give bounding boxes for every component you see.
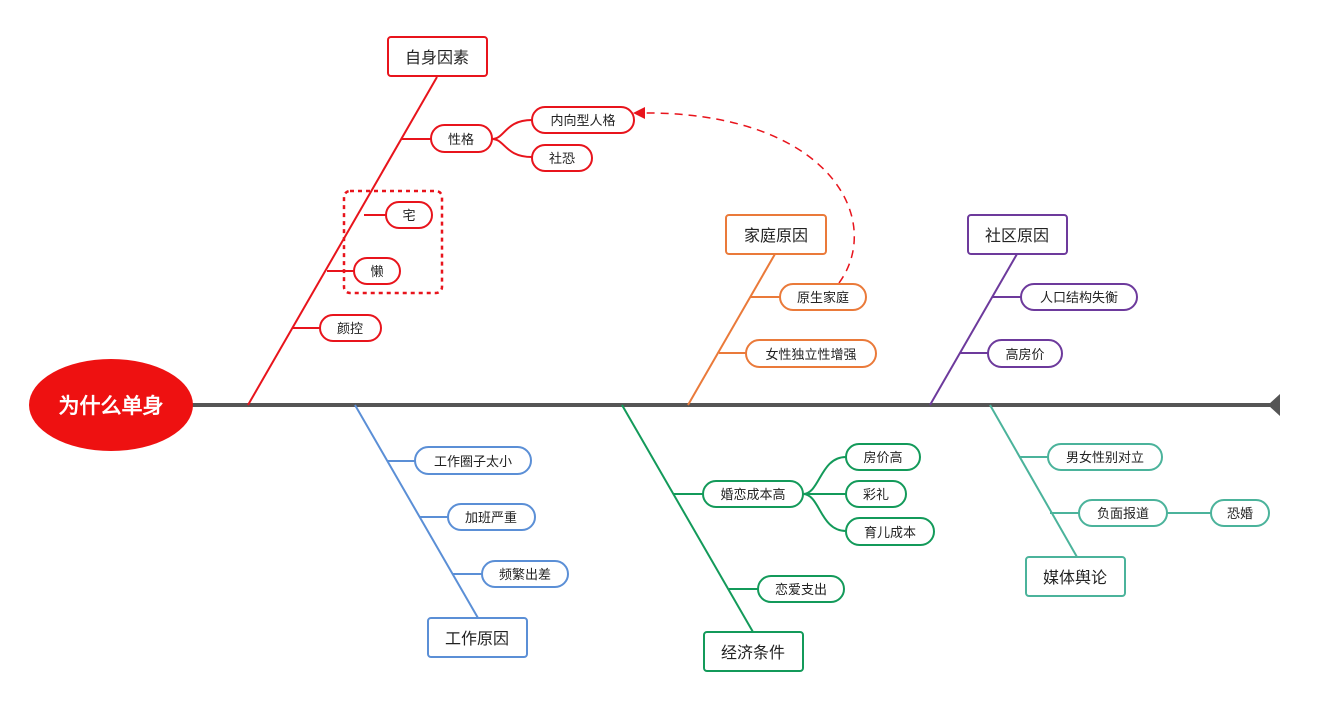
- node-marriage-cost-label: 婚恋成本高: [720, 487, 785, 503]
- social-branch-lines: [929, 253, 1021, 406]
- relation-arrow-head: [633, 107, 645, 119]
- node-bride-price[interactable]: 彩礼: [845, 480, 907, 508]
- family-branch-lines: [687, 253, 780, 406]
- node-child-cost[interactable]: 育儿成本: [845, 517, 935, 546]
- category-media-label: 媒体舆论: [1043, 568, 1107, 587]
- node-marriage-cost[interactable]: 婚恋成本高: [702, 480, 804, 508]
- category-social[interactable]: 社区原因: [967, 214, 1068, 255]
- node-marriage-fear-label: 恐婚: [1227, 507, 1253, 522]
- node-introvert[interactable]: 内向型人格: [531, 106, 635, 134]
- node-personality-label: 性格: [448, 132, 474, 148]
- node-house-price-label: 房价高: [863, 450, 902, 466]
- node-small-circle-label: 工作圈子太小: [434, 455, 512, 470]
- node-gender-opposition-label: 男女性别对立: [1066, 450, 1144, 466]
- node-personality[interactable]: 性格: [430, 124, 493, 153]
- node-female-independence[interactable]: 女性独立性增强: [745, 339, 877, 368]
- node-homebody-label: 宅: [402, 209, 415, 224]
- category-work[interactable]: 工作原因: [427, 617, 528, 658]
- category-family[interactable]: 家庭原因: [725, 214, 827, 255]
- category-self-label: 自身因素: [405, 48, 469, 67]
- node-introvert-label: 内向型人格: [550, 113, 615, 129]
- node-small-circle[interactable]: 工作圈子太小: [414, 446, 532, 475]
- root-label: 为什么单身: [59, 394, 164, 418]
- category-social-label: 社区原因: [985, 226, 1049, 245]
- node-looks[interactable]: 颜控: [319, 314, 382, 342]
- node-travel-label: 频繁出差: [499, 567, 551, 583]
- node-lazy[interactable]: 懒: [353, 257, 401, 285]
- node-demographic-label: 人口结构失衡: [1040, 291, 1118, 306]
- node-travel[interactable]: 频繁出差: [481, 560, 569, 588]
- media-branch-lines: [989, 404, 1211, 558]
- category-family-label: 家庭原因: [744, 226, 808, 245]
- node-negative-reports-label: 负面报道: [1097, 507, 1149, 522]
- category-self[interactable]: 自身因素: [387, 36, 488, 77]
- node-looks-label: 颜控: [337, 321, 363, 337]
- node-housing[interactable]: 高房价: [987, 339, 1063, 368]
- node-dating-cost[interactable]: 恋爱支出: [757, 575, 845, 603]
- node-social-anxiety-label: 社恐: [549, 151, 575, 167]
- node-house-price[interactable]: 房价高: [845, 443, 921, 471]
- work-branch-lines: [354, 404, 482, 619]
- node-bride-price-label: 彩礼: [863, 487, 889, 503]
- node-gender-opposition[interactable]: 男女性别对立: [1047, 443, 1163, 471]
- category-economy-label: 经济条件: [721, 643, 785, 662]
- self-branch-lines: [247, 76, 533, 406]
- node-marriage-fear[interactable]: 恐婚: [1210, 499, 1270, 527]
- node-homebody[interactable]: 宅: [385, 201, 433, 229]
- category-media[interactable]: 媒体舆论: [1025, 556, 1126, 597]
- node-overtime[interactable]: 加班严重: [447, 503, 536, 531]
- category-economy[interactable]: 经济条件: [703, 631, 804, 672]
- root-node[interactable]: 为什么单身: [29, 359, 193, 451]
- highlight-box: [342, 189, 444, 295]
- spine-arrow-head: [1268, 394, 1280, 416]
- dashed-relation-arrow: [636, 112, 855, 284]
- node-demographic[interactable]: 人口结构失衡: [1020, 283, 1138, 311]
- category-work-label: 工作原因: [445, 629, 509, 648]
- node-negative-reports[interactable]: 负面报道: [1078, 499, 1168, 527]
- node-overtime-label: 加班严重: [465, 510, 517, 526]
- node-lazy-label: 懒: [370, 265, 383, 280]
- economy-branch-lines: [621, 404, 847, 633]
- node-female-independence-label: 女性独立性增强: [765, 347, 856, 363]
- node-dating-cost-label: 恋爱支出: [775, 582, 827, 598]
- node-child-cost-label: 育儿成本: [864, 525, 916, 541]
- node-social-anxiety[interactable]: 社恐: [531, 144, 593, 172]
- node-origin-family[interactable]: 原生家庭: [779, 283, 867, 311]
- node-housing-label: 高房价: [1005, 347, 1044, 363]
- node-origin-family-label: 原生家庭: [797, 290, 849, 306]
